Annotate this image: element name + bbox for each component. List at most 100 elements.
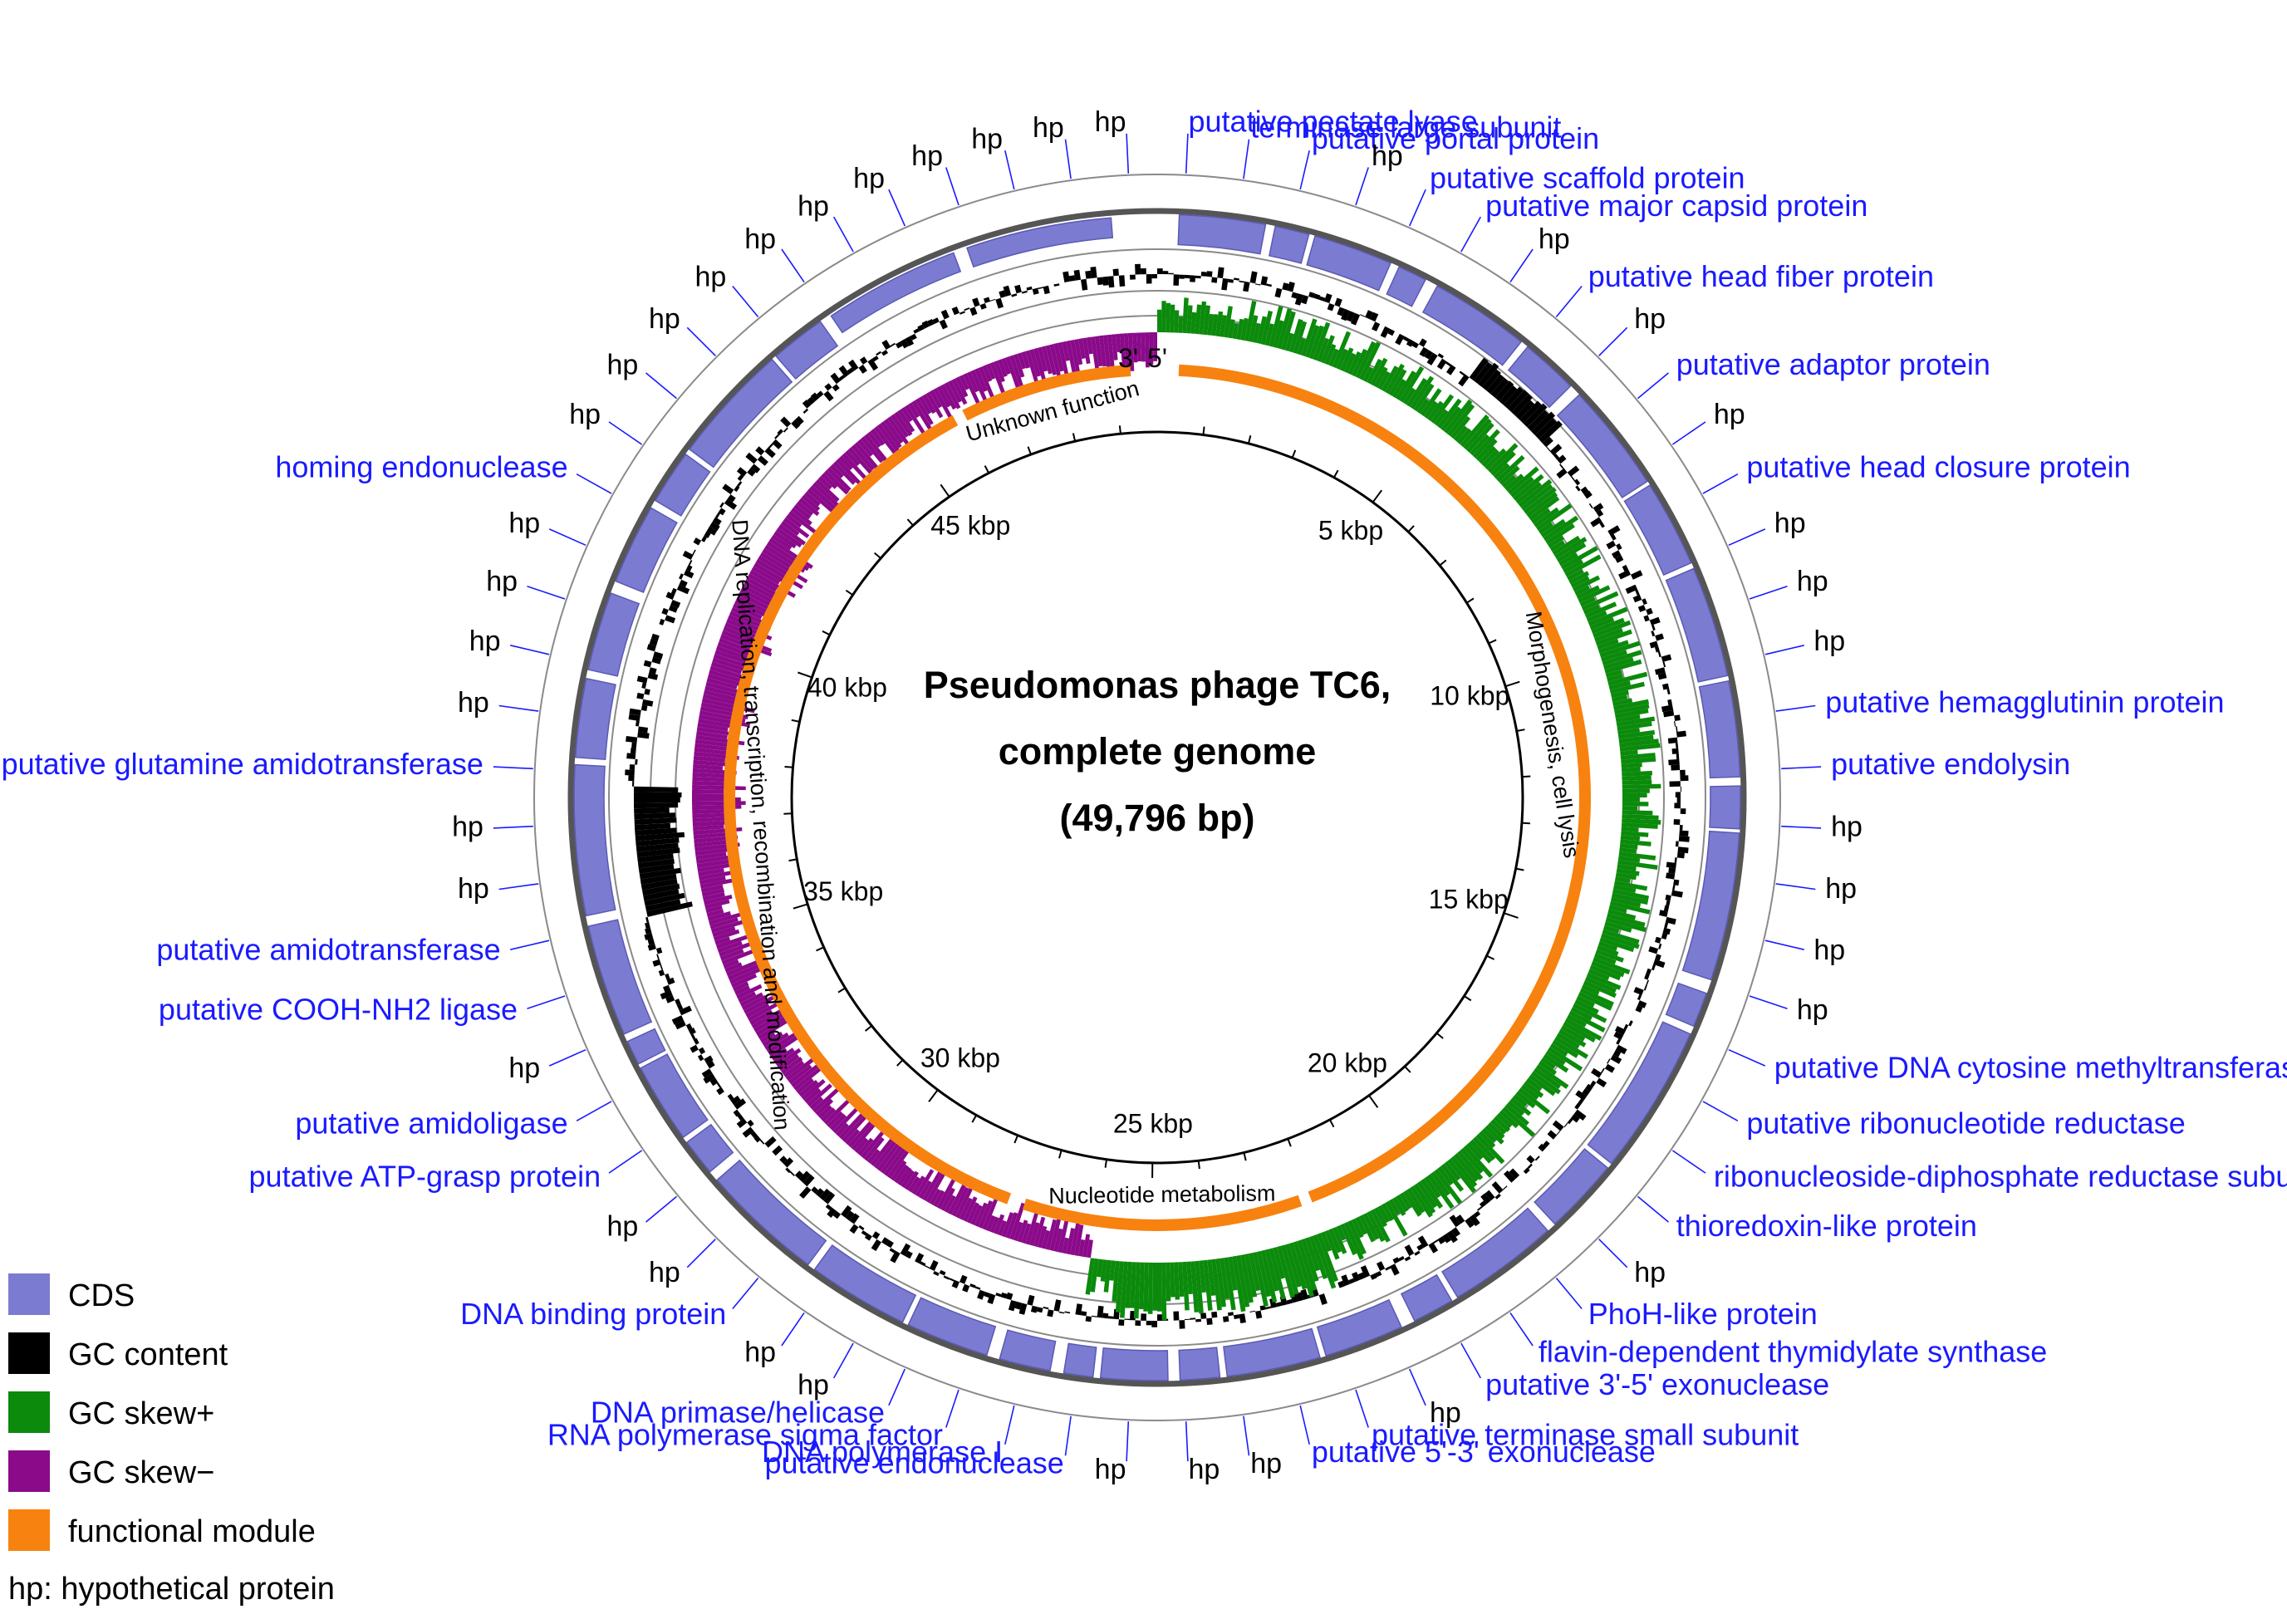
gc-skew-positive-bar: [1269, 1248, 1286, 1300]
gc-content-bar: [1459, 370, 1465, 376]
cds-arrow: [1063, 1342, 1097, 1378]
gc-content-bar: [1011, 293, 1018, 297]
gc-content-bar: [1666, 872, 1676, 880]
title-line-3: (49,796 bp): [1059, 797, 1254, 839]
gene-label: putative DNA cytosine methyltransferase: [1774, 1051, 2287, 1085]
gc-content-bar: [661, 607, 669, 616]
gc-content-bar: [1465, 1217, 1475, 1229]
gc-skew-negative-bar: [699, 877, 739, 889]
gc-skew-positive-bar: [1622, 802, 1649, 807]
gc-content-bar: [1606, 540, 1617, 550]
gc-skew-negative-bar: [944, 381, 961, 410]
gc-skew-negative-bar: [1082, 1234, 1091, 1258]
gc-content-bar: [1255, 1310, 1263, 1319]
gc-content-bar: [1596, 1077, 1607, 1087]
gc-content-bar: [1287, 282, 1295, 292]
gc-content-bar: [660, 964, 663, 970]
gc-skew-positive-bar: [1090, 1258, 1099, 1293]
gc-skew-negative-bar: [697, 722, 729, 732]
gc-content-bar: [734, 1098, 747, 1110]
gc-skew-positive-bar: [1612, 694, 1628, 703]
gc-content-bar: [1348, 1278, 1355, 1284]
gc-content-bar: [1676, 726, 1678, 732]
gc-content-bar: [972, 297, 980, 307]
gc-content-bar: [642, 699, 654, 707]
gc-skew-negative-bar: [851, 444, 875, 471]
gc-skew-positive-bar: [1370, 1209, 1391, 1243]
gc-content-bar: [636, 692, 645, 699]
gc-content-bar: [1124, 1318, 1131, 1321]
hypothetical-protein-label: hp: [469, 626, 501, 657]
gc-skew-negative-bar: [948, 380, 962, 403]
gc-content-bar: [1668, 867, 1676, 874]
gc-skew-negative-bar: [699, 876, 726, 885]
gc-skew-positive-bar: [1406, 1188, 1426, 1214]
label-leader-line: [686, 326, 716, 356]
gc-content-bar: [1195, 1318, 1201, 1322]
gc-skew-positive-bar: [1617, 856, 1641, 863]
gene-label: DNA primase/helicase: [591, 1395, 885, 1429]
gc-skew-positive-bar: [1616, 716, 1656, 727]
gc-content-bar: [1477, 1206, 1483, 1211]
gc-content-bar: [679, 579, 688, 588]
label-leader-line: [1355, 1389, 1369, 1428]
gc-skew-positive-bar: [1611, 689, 1629, 699]
gc-skew-positive-bar: [1554, 1036, 1588, 1059]
gc-skew-positive-bar: [1152, 1263, 1157, 1311]
gc-skew-negative-bar: [821, 473, 838, 489]
label-leader-line: [1728, 1048, 1766, 1067]
gc-content-bar: [871, 1231, 881, 1239]
gc-skew-negative-bar: [832, 1104, 861, 1134]
gc-skew-negative-bar: [933, 1190, 945, 1208]
gc-skew-negative-bar: [723, 959, 739, 969]
gc-skew-negative-bar: [974, 368, 988, 392]
gc-content-bar: [1275, 1302, 1283, 1308]
scale-label: 10 kbp: [1430, 680, 1509, 710]
gc-skew-positive-bar: [1507, 1100, 1525, 1116]
gc-skew-negative-bar: [1001, 357, 1011, 375]
gc-skew-positive-bar: [1410, 1185, 1433, 1218]
gc-skew-positive-bar: [1236, 318, 1244, 340]
gc-content-bar: [651, 656, 662, 665]
gc-content-bar: [1092, 1315, 1097, 1317]
gc-skew-positive-bar: [1612, 892, 1649, 905]
gc-content-bar: [1008, 1300, 1017, 1312]
label-leader-line: [510, 645, 550, 655]
gc-skew-negative-bar: [812, 1083, 844, 1113]
gc-content-bar: [1063, 271, 1070, 282]
gc-skew-negative-bar: [771, 534, 793, 551]
gc-skew-positive-bar: [1567, 1013, 1587, 1028]
gc-content-bar: [670, 587, 677, 595]
gc-content-bar: [742, 1126, 754, 1138]
gc-content-bar: [636, 675, 648, 684]
gc-skew-negative-bar: [745, 1003, 770, 1018]
gc-skew-positive-bar: [1277, 308, 1293, 350]
gc-skew-positive-bar: [1504, 1103, 1529, 1126]
legend: CDS GC content GC skew+ GC skew− functio…: [8, 1273, 335, 1607]
gc-content-bar: [1679, 830, 1689, 837]
gc-content-bar: [1575, 485, 1581, 492]
gc-content-bar: [634, 802, 679, 809]
gc-content-bar: [1200, 272, 1207, 277]
gc-skew-negative-bar: [753, 1013, 783, 1033]
gc-content-bar: [913, 328, 920, 334]
gc-content-bar: [1478, 362, 1499, 388]
hypothetical-protein-label: hp: [971, 124, 1003, 155]
gc-skew-negative-bar: [891, 414, 909, 438]
gc-content-bar: [727, 494, 736, 503]
gc-content-bar: [747, 1119, 754, 1127]
gc-skew-positive-bar: [1284, 332, 1294, 351]
gc-skew-negative-bar: [719, 940, 758, 958]
scale-tick: [837, 987, 847, 994]
gc-content-bar: [1282, 282, 1289, 291]
gc-content-bar: [625, 769, 635, 776]
scale-tick: [1243, 1152, 1247, 1161]
gc-content-bar: [1000, 1292, 1008, 1299]
gc-skew-positive-bar: [1475, 438, 1498, 462]
gc-content-bar: [1534, 418, 1558, 439]
gc-skew-positive-bar: [1355, 1216, 1367, 1235]
gc-content-bar: [1674, 721, 1676, 727]
scale-tick: [1202, 426, 1205, 435]
gc-content-bar: [1436, 358, 1447, 370]
gc-content-bar: [1547, 1130, 1558, 1140]
